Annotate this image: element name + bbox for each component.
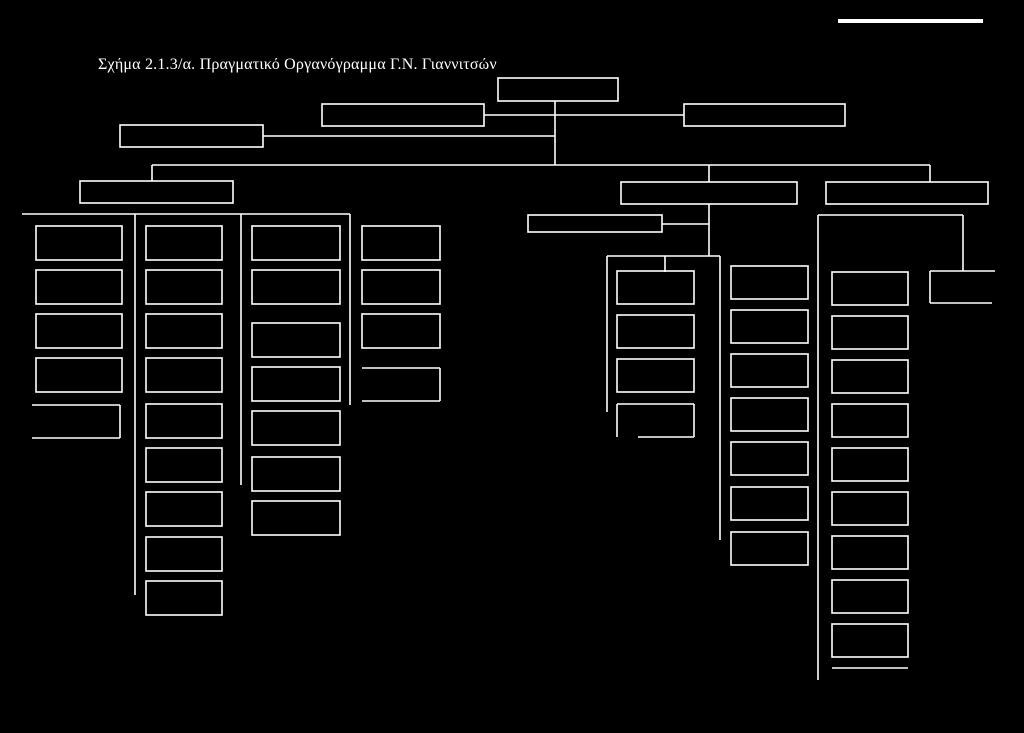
left-division-box (79, 180, 234, 204)
left-col-1-box-3 (35, 313, 123, 349)
connector-lines (22, 19, 995, 680)
right-col-1-box-8 (831, 579, 909, 614)
right-col-1-box-5 (831, 447, 909, 482)
left-col-3-box-7 (251, 500, 341, 536)
center-sub-box (527, 214, 663, 233)
center-col-2-box-2 (730, 309, 809, 344)
center-col-1-box-3 (616, 358, 695, 393)
left-col-3-box-2 (251, 269, 341, 305)
left-col-2-box-3 (145, 313, 223, 349)
left-col-1-box-1 (35, 225, 123, 261)
side-box (119, 124, 264, 148)
center-division-box (620, 181, 798, 205)
right-col-1-box-3 (831, 359, 909, 394)
center-col-2-box-3 (730, 353, 809, 388)
left-col-3-box-6 (251, 456, 341, 492)
left-col-2-box-4 (145, 357, 223, 393)
left-col-3-box-5 (251, 410, 341, 446)
center-col-2-box-4 (730, 397, 809, 432)
center-col-1-box-1 (616, 270, 695, 305)
left-col-2-box-2 (145, 269, 223, 305)
left-col-2-box-8 (145, 536, 223, 572)
right-col-1-box-2 (831, 315, 909, 350)
figure-caption: Σχήμα 2.1.3/α. Πραγματικό Οργανόγραμμα Γ… (98, 56, 497, 73)
right-division-box (825, 181, 989, 205)
left-col-4-box-3 (361, 313, 441, 349)
top-box (497, 77, 619, 102)
left-col-2-box-9 (145, 580, 223, 616)
left-col-4-box-1 (361, 225, 441, 261)
center-col-2-box-7 (730, 531, 809, 566)
upper-left-box (321, 103, 485, 127)
left-col-3-box-1 (251, 225, 341, 261)
left-col-2-box-5 (145, 403, 223, 439)
left-col-2-box-1 (145, 225, 223, 261)
left-col-3-box-3 (251, 322, 341, 358)
right-col-1-box-4 (831, 403, 909, 438)
center-col-1-box-2 (616, 314, 695, 349)
center-col-2-box-5 (730, 441, 809, 476)
org-boxes (35, 77, 989, 658)
right-col-1-box-6 (831, 491, 909, 526)
left-col-2-box-6 (145, 447, 223, 483)
right-col-1-box-9 (831, 623, 909, 658)
right-col-1-box-7 (831, 535, 909, 570)
center-col-2-box-6 (730, 486, 809, 521)
right-col-1-box-1 (831, 271, 909, 306)
left-col-1-box-2 (35, 269, 123, 305)
top-rule (838, 19, 983, 23)
upper-right-box (683, 103, 846, 127)
left-col-3-box-4 (251, 366, 341, 402)
center-col-2-box-1 (730, 265, 809, 300)
left-col-4-box-2 (361, 269, 441, 305)
left-col-2-box-7 (145, 491, 223, 527)
left-col-1-box-4 (35, 357, 123, 393)
